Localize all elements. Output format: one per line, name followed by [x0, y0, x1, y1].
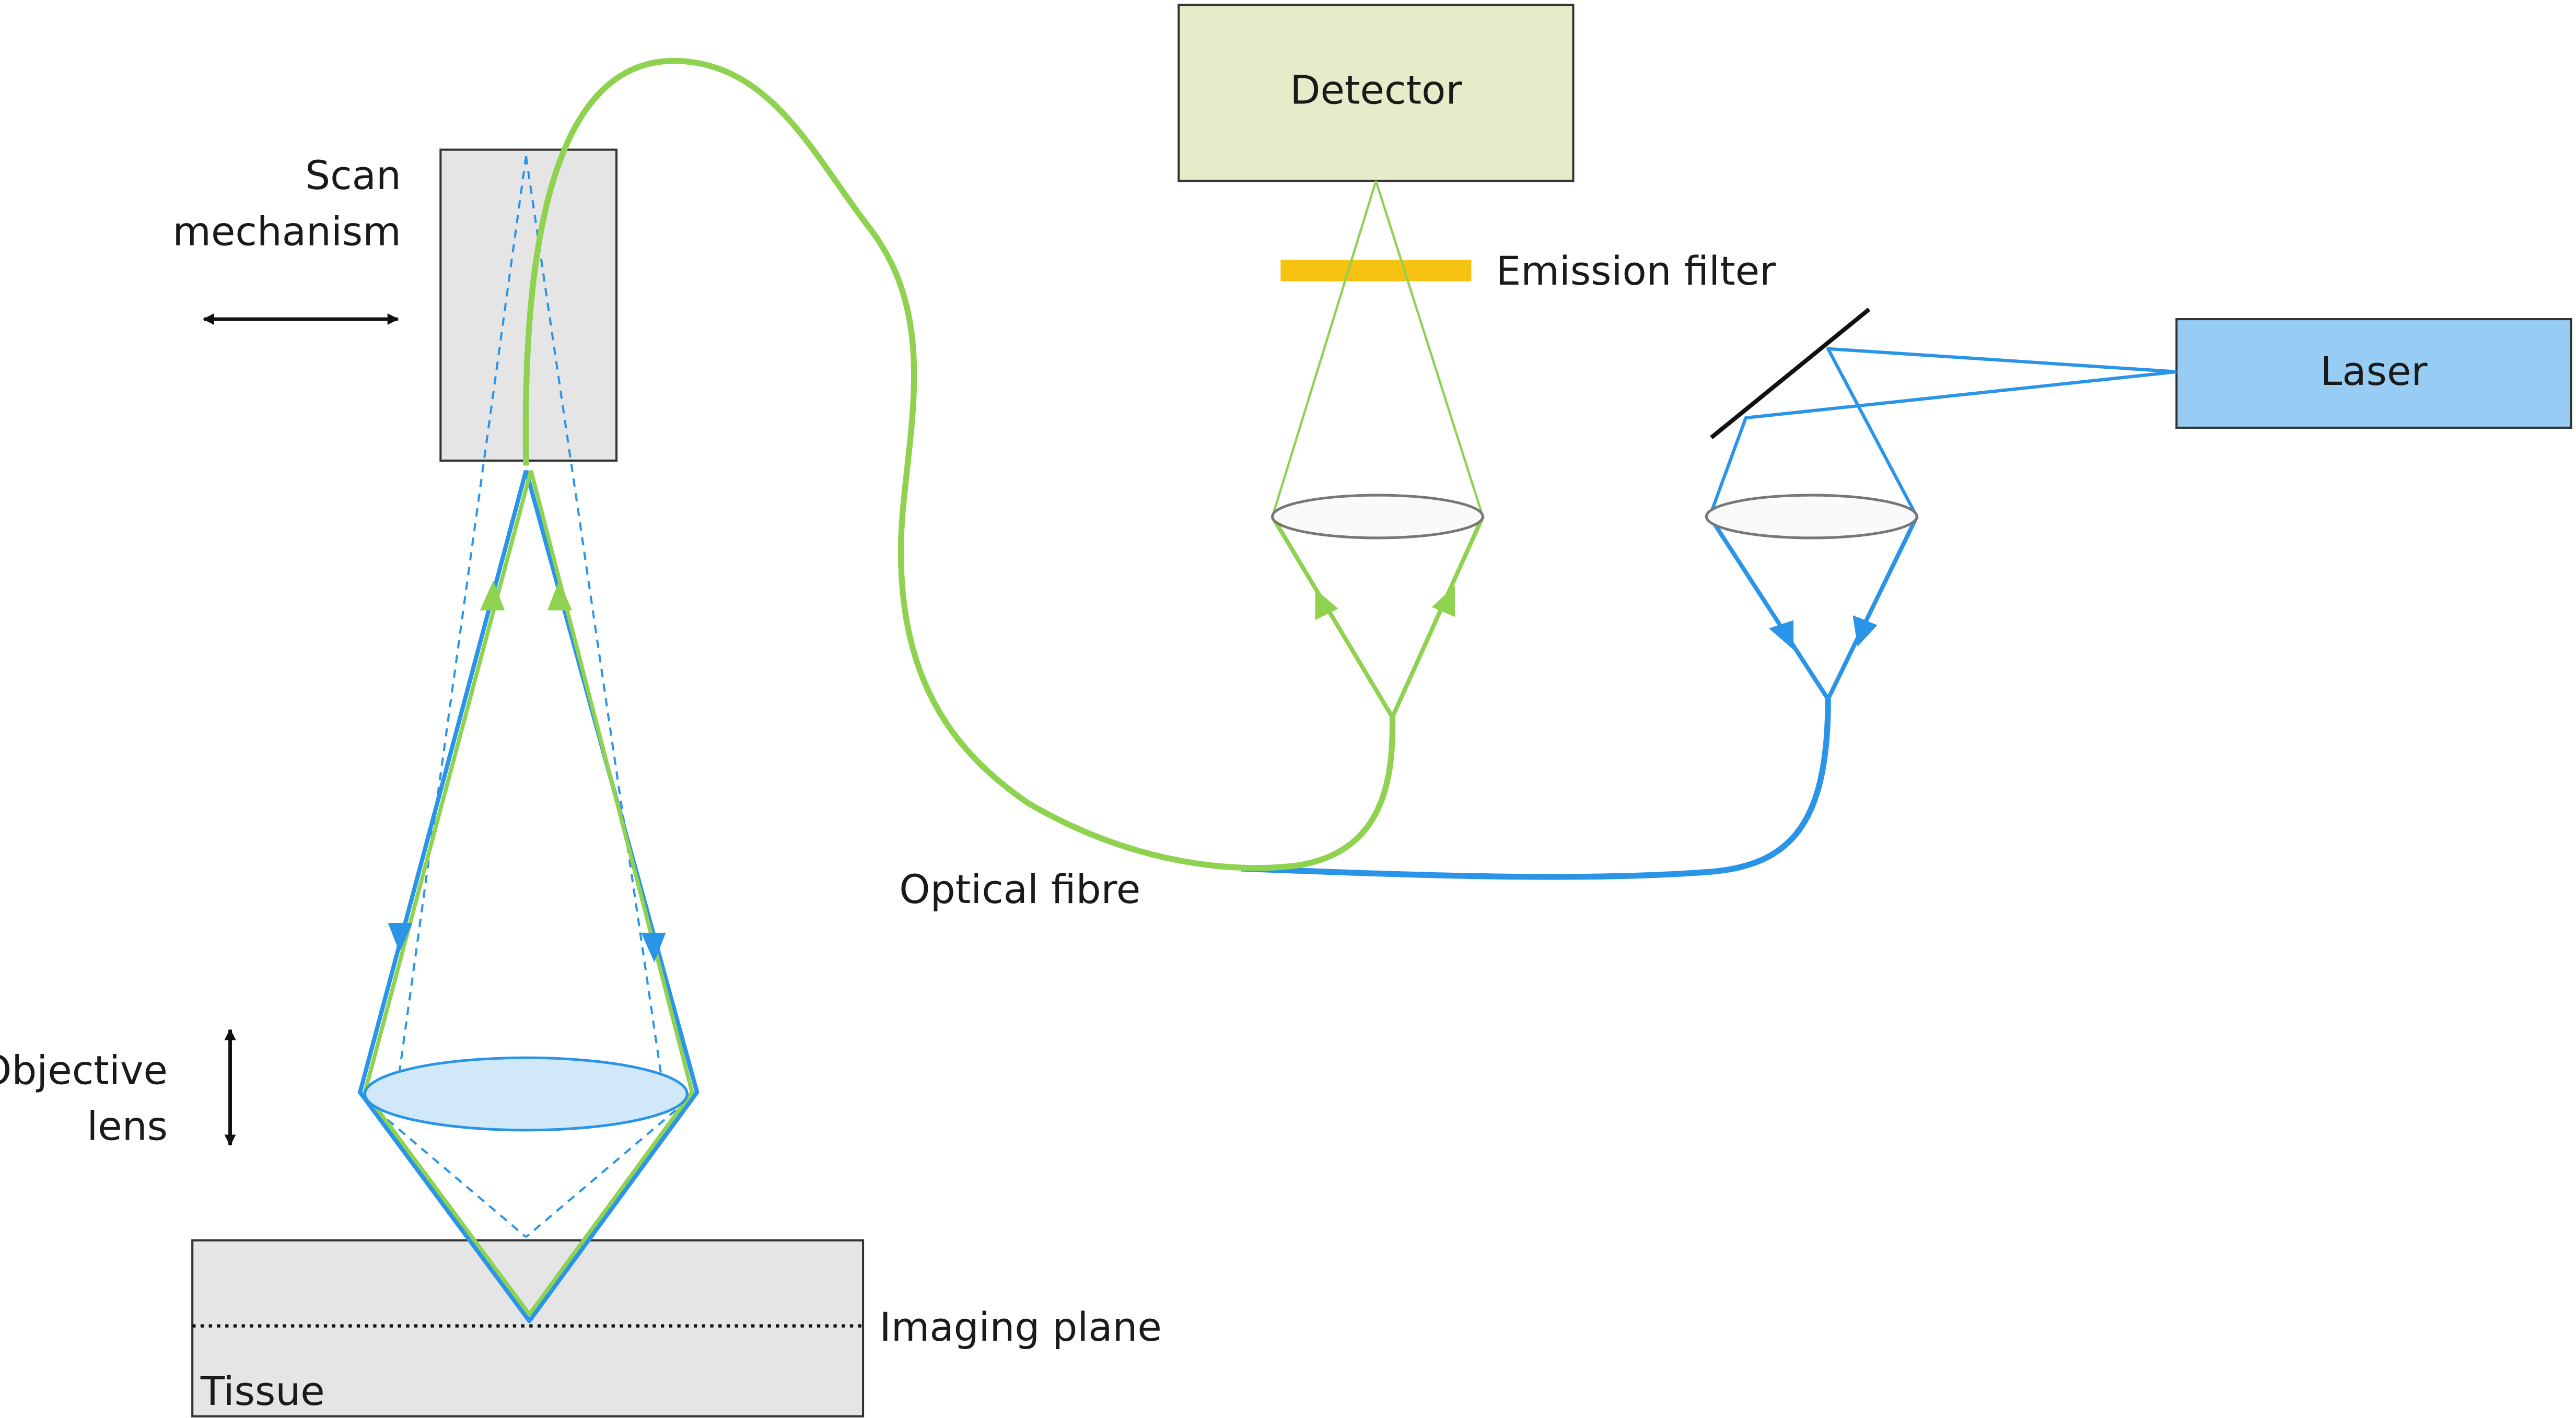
- beam-arrowheads: [388, 580, 666, 963]
- laser-beam-arrowheads: [1768, 615, 1878, 650]
- detector-beam: [1270, 180, 1485, 720]
- laser-box: [2175, 318, 2572, 429]
- dichroic-mirror: [1710, 307, 1871, 439]
- tissue-label: Tissue: [200, 1368, 325, 1414]
- imaging-plane-label: Imaging plane: [880, 1304, 1162, 1350]
- optical-fibre-label: Optical fibre: [899, 866, 1140, 912]
- laser-beam: [1708, 347, 2177, 701]
- detector-beam-arrowheads: [1315, 585, 1455, 620]
- tissue-block: [191, 1239, 865, 1417]
- scanned-beam-dashed: [364, 156, 688, 1238]
- detector-label: Detector: [1290, 67, 1462, 113]
- beam-emission: [363, 470, 694, 1317]
- laser-label: Laser: [2320, 348, 2428, 394]
- detector-lens: [1271, 494, 1484, 540]
- laser-lens: [1705, 494, 1918, 540]
- optical-fibre-green: [522, 57, 1396, 871]
- emission-filter: [1280, 260, 1472, 282]
- objective-lens-label-line2: lens: [87, 1104, 168, 1150]
- beam-excitation: [358, 470, 700, 1323]
- objective-lens: [364, 1056, 689, 1132]
- emission-filter-label: Emission filter: [1496, 248, 1777, 294]
- objective-lens-label-line1: Objective: [0, 1048, 168, 1094]
- optical-fibre-blue: [1241, 699, 1831, 880]
- scan-mechanism-label-line1: Scan: [305, 153, 401, 198]
- scan-mechanism-label-line2: mechanism: [172, 208, 401, 254]
